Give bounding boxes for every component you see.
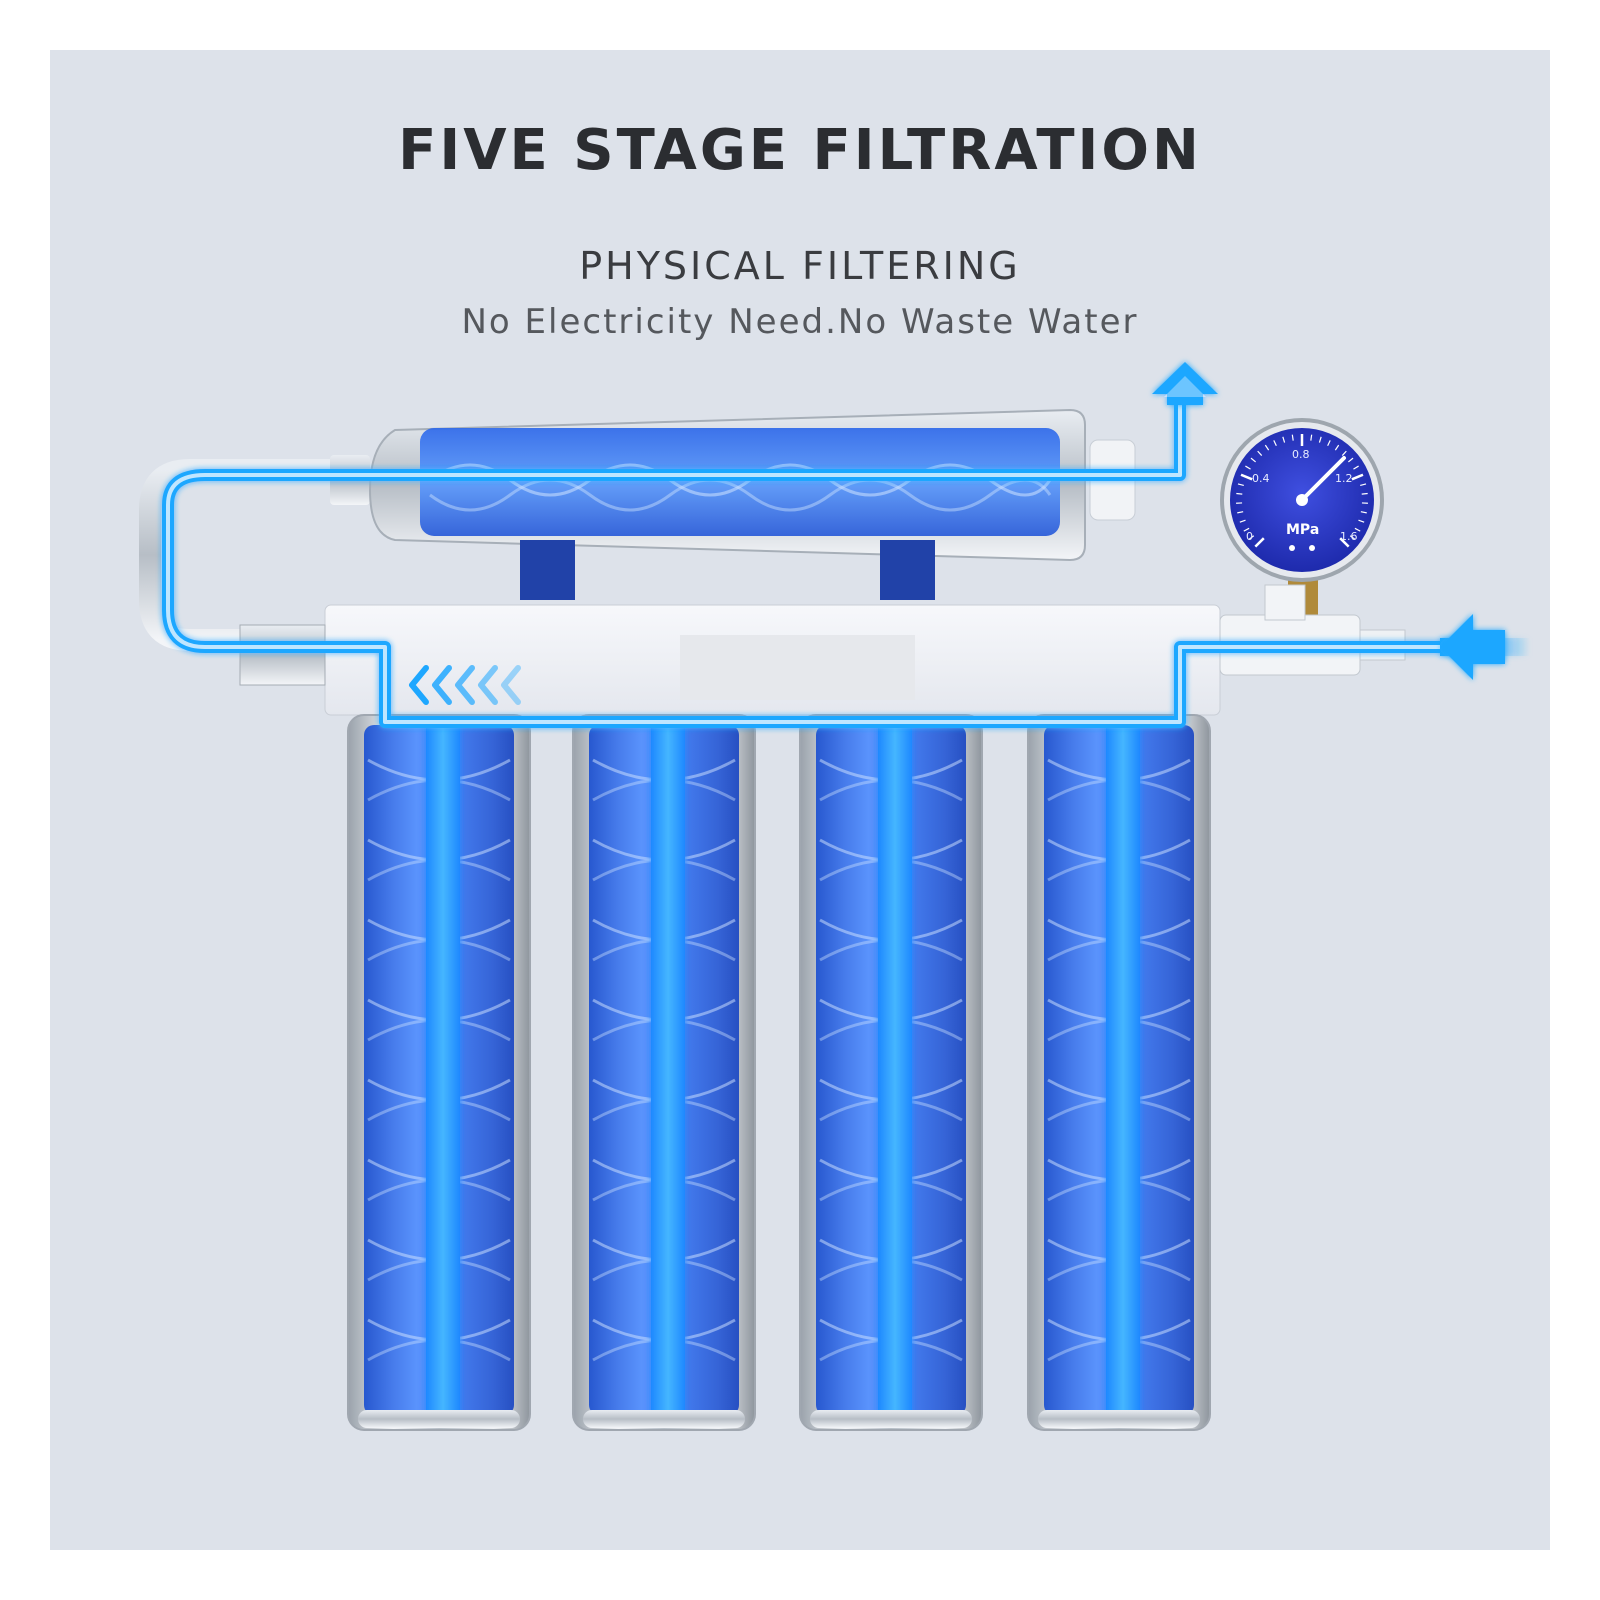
top-cartridge — [330, 408, 1136, 600]
filter-canister — [1027, 714, 1211, 1431]
filter-canisters — [347, 714, 1211, 1431]
gauge-label-16: 1.6 — [1340, 530, 1358, 543]
page-title: FIVE STAGE FILTRATION — [398, 118, 1202, 183]
gauge-tick-marks — [1236, 434, 1368, 548]
tagline: No Electricity Need.No Waste Water — [461, 302, 1139, 342]
gauge-unit: MPa — [1286, 522, 1319, 538]
gauge-label-04: 0.4 — [1252, 472, 1270, 485]
gauge-label-12: 1.2 — [1335, 472, 1353, 485]
filter-canister — [347, 714, 531, 1431]
filter-header-bar — [239, 584, 1406, 716]
pressure-gauge: 0 0.4 0.8 1.2 1.6 MPa — [1220, 418, 1384, 615]
filter-canister — [572, 714, 756, 1431]
gauge-label-0: 0 — [1246, 530, 1253, 543]
inlet-arrow-left-icon — [1440, 614, 1505, 680]
gauge-label-08: 0.8 — [1292, 448, 1310, 461]
filter-canister — [799, 714, 983, 1431]
gauge-needle — [1300, 456, 1346, 502]
flow-direction-chevrons-icon — [409, 665, 521, 705]
outlet-arrow-up-icon — [1152, 362, 1218, 405]
subtitle: PHYSICAL FILTERING — [579, 244, 1021, 288]
left-chrome-pipe — [139, 459, 330, 651]
